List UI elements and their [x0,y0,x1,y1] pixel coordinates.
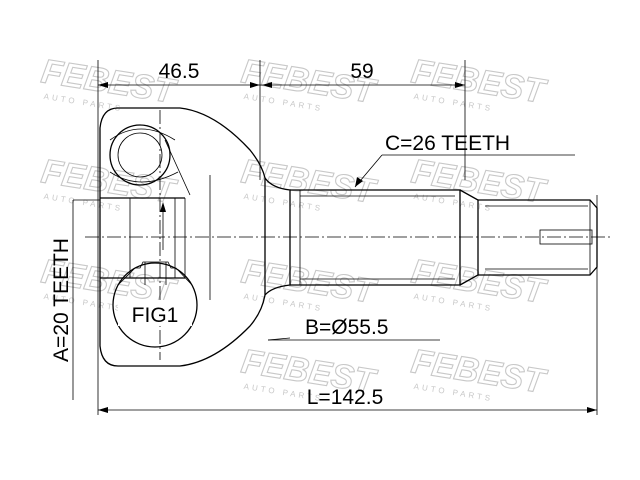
shaft-step [459,189,479,286]
ball-detail [109,124,171,186]
watermark-group: FEBEST AUTO PARTS FEBEST AUTO PARTS FEBE… [38,52,551,403]
dimension-lines [72,60,598,415]
fig1-detail: FIG1 [112,202,198,348]
housing-neck [264,177,291,296]
fig1-circle [112,262,198,348]
main-shaft [290,189,461,286]
threaded-tip [478,199,598,276]
inner-teeth-label: A=20 TEETH [50,238,73,362]
outer-teeth-label: C=26 TEETH [385,132,510,155]
right-length-label: 59 [350,60,373,83]
left-length-label: 46.5 [159,60,200,83]
outer-diameter-label: B=Ø55.5 [305,316,388,339]
total-length-label: L=142.5 [307,386,384,409]
fig1-label: FIG1 [132,304,179,327]
